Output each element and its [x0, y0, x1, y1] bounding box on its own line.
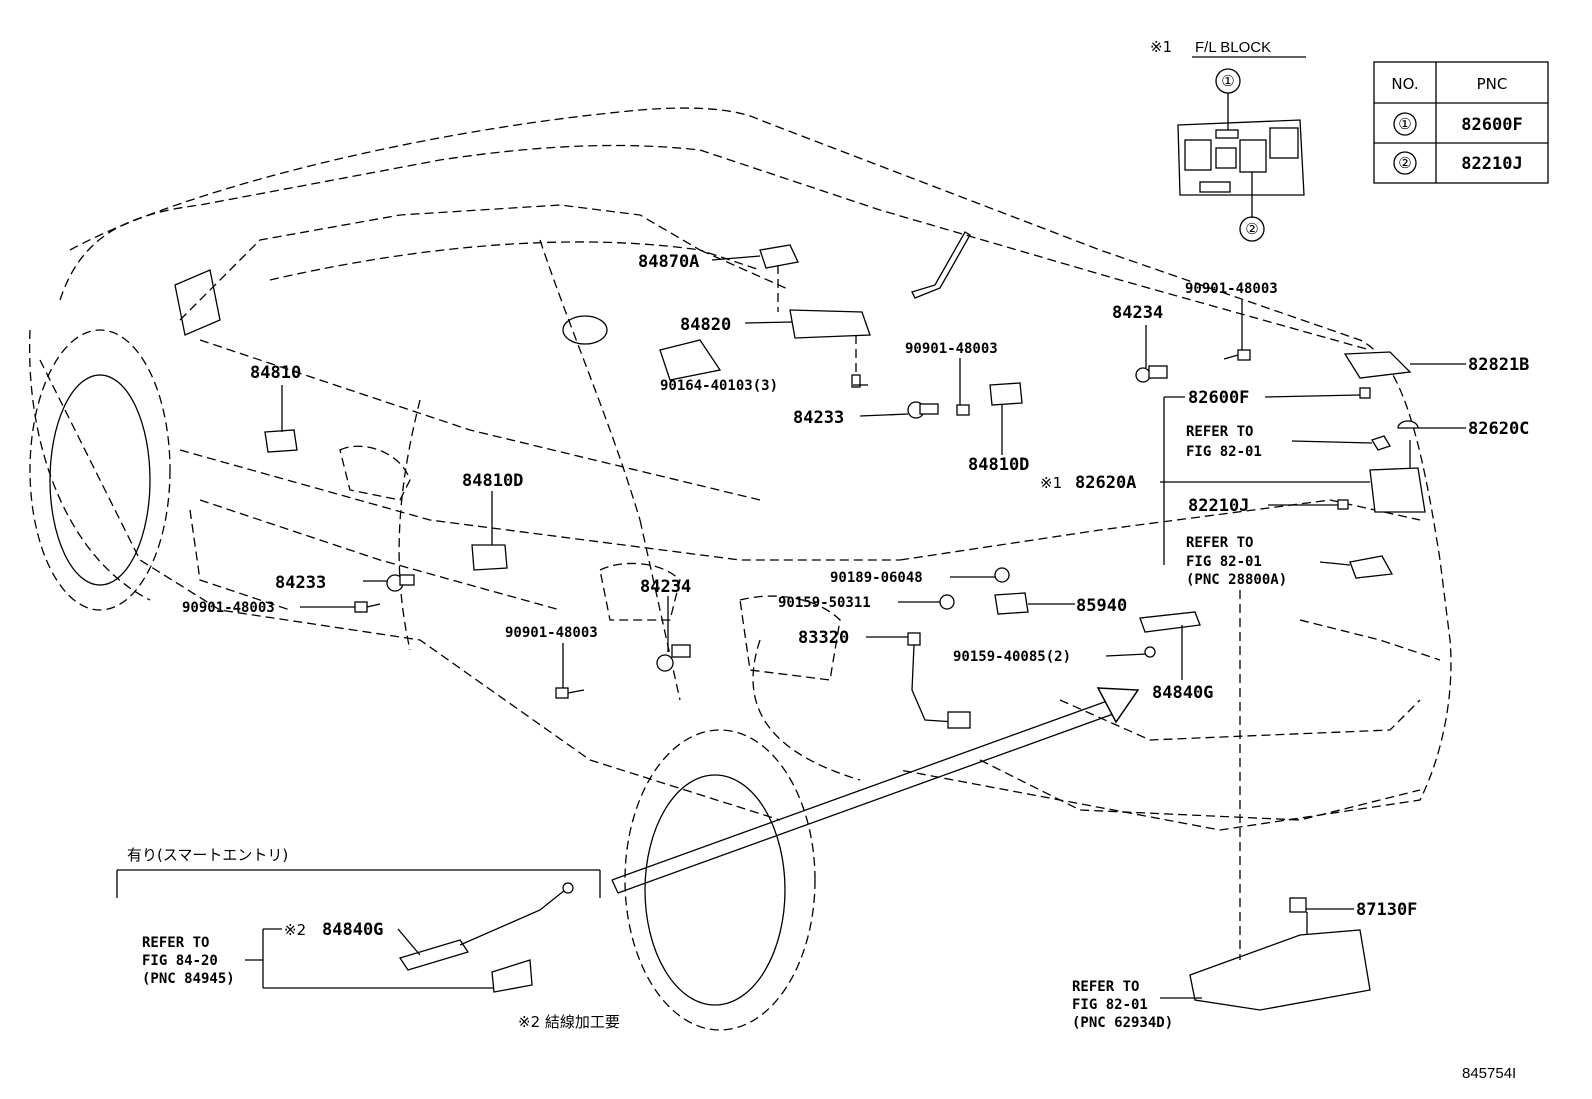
label-82620a: 82620A: [1075, 473, 1136, 493]
pnc-table: NO. PNC ① 82600F ② 82210J: [1373, 61, 1549, 184]
callout-2-label: ②: [1245, 220, 1258, 238]
callout-2-circle: [1239, 216, 1265, 242]
pnc-table-row-1-no: ①: [1398, 115, 1411, 133]
label-90164: 90164-40103(3): [660, 378, 778, 394]
label-90901-dash: 90901-48003: [905, 341, 998, 357]
pnc-table-row-2-pnc: 82210J: [1461, 154, 1522, 174]
label-82210j: 82210J: [1188, 496, 1249, 516]
label-refer-3b: FIG 84-20: [142, 953, 218, 969]
label-84810d-right: 84810D: [968, 455, 1029, 475]
label-mark-1: ※1: [1040, 474, 1062, 492]
label-84840g-smart: 84840G: [322, 920, 383, 940]
pnc-table-header-pnc: PNC: [1477, 75, 1508, 93]
label-refer-2a: REFER TO: [1186, 535, 1253, 551]
label-84234-top: 84234: [1112, 303, 1163, 323]
label-82620c: 82620C: [1468, 419, 1529, 439]
label-84810: 84810: [250, 363, 301, 383]
pnc-table-header-no: NO.: [1391, 75, 1418, 93]
label-84820: 84820: [680, 315, 731, 335]
fl-block-title: F/L BLOCK: [1195, 39, 1271, 56]
label-84870a: 84870A: [638, 252, 699, 272]
label-refer-2b: FIG 82-01: [1186, 554, 1262, 570]
leader-lines: [116, 255, 1466, 999]
label-85940: 85940: [1076, 596, 1127, 616]
label-note-2: ※2 結線加工要: [518, 1013, 620, 1031]
label-90159-50311: 90159-50311: [778, 595, 871, 611]
part-labels: 84870A 84820 84810 84810D 84810D 84234 8…: [127, 252, 1529, 1082]
label-82600f: 82600F: [1188, 388, 1249, 408]
label-90901-center: 90901-48003: [505, 625, 598, 641]
fl-block-marker: ※1: [1150, 38, 1172, 56]
label-90901-left: 90901-48003: [182, 600, 275, 616]
label-refer-1b: FIG 82-01: [1186, 444, 1262, 460]
fl-block-inset: ※1 F/L BLOCK ① ②: [1150, 38, 1306, 242]
label-87130f: 87130F: [1356, 900, 1417, 920]
pnc-table-row-1-pnc: 82600F: [1461, 115, 1522, 135]
label-refer-4a: REFER TO: [1072, 979, 1139, 995]
label-smart-entry: 有り(スマートエントリ): [127, 846, 288, 864]
label-refer-2c: (PNC 28800A): [1186, 572, 1287, 588]
label-83320: 83320: [798, 628, 849, 648]
label-84810d-center: 84810D: [462, 471, 523, 491]
label-90901-top-right: 90901-48003: [1185, 281, 1278, 297]
label-84233-center: 84233: [793, 408, 844, 428]
label-90159-40085: 90159-40085(2): [953, 649, 1071, 665]
pnc-table-row-2-no: ②: [1398, 154, 1411, 172]
fl-block-body: [1177, 119, 1305, 196]
label-refer-4c: (PNC 62934D): [1072, 1015, 1173, 1031]
smart-entry-arrow: [611, 687, 1140, 894]
label-refer-4b: FIG 82-01: [1072, 997, 1148, 1013]
label-82821b: 82821B: [1468, 355, 1529, 375]
callout-1-label: ①: [1221, 72, 1234, 90]
car-body-outline: [28, 107, 1452, 1031]
label-84840g-rear: 84840G: [1152, 683, 1213, 703]
label-refer-3a: REFER TO: [142, 935, 209, 951]
label-refer-1a: REFER TO: [1186, 424, 1253, 440]
label-refer-3c: (PNC 84945): [142, 971, 235, 987]
label-90189: 90189-06048: [830, 570, 923, 586]
figure-number: 845754I: [1462, 1065, 1516, 1082]
label-84234-center: 84234: [640, 577, 691, 597]
label-84233-left: 84233: [275, 573, 326, 593]
label-mark-2: ※2: [284, 921, 306, 939]
part-icons: [264, 244, 1426, 1011]
